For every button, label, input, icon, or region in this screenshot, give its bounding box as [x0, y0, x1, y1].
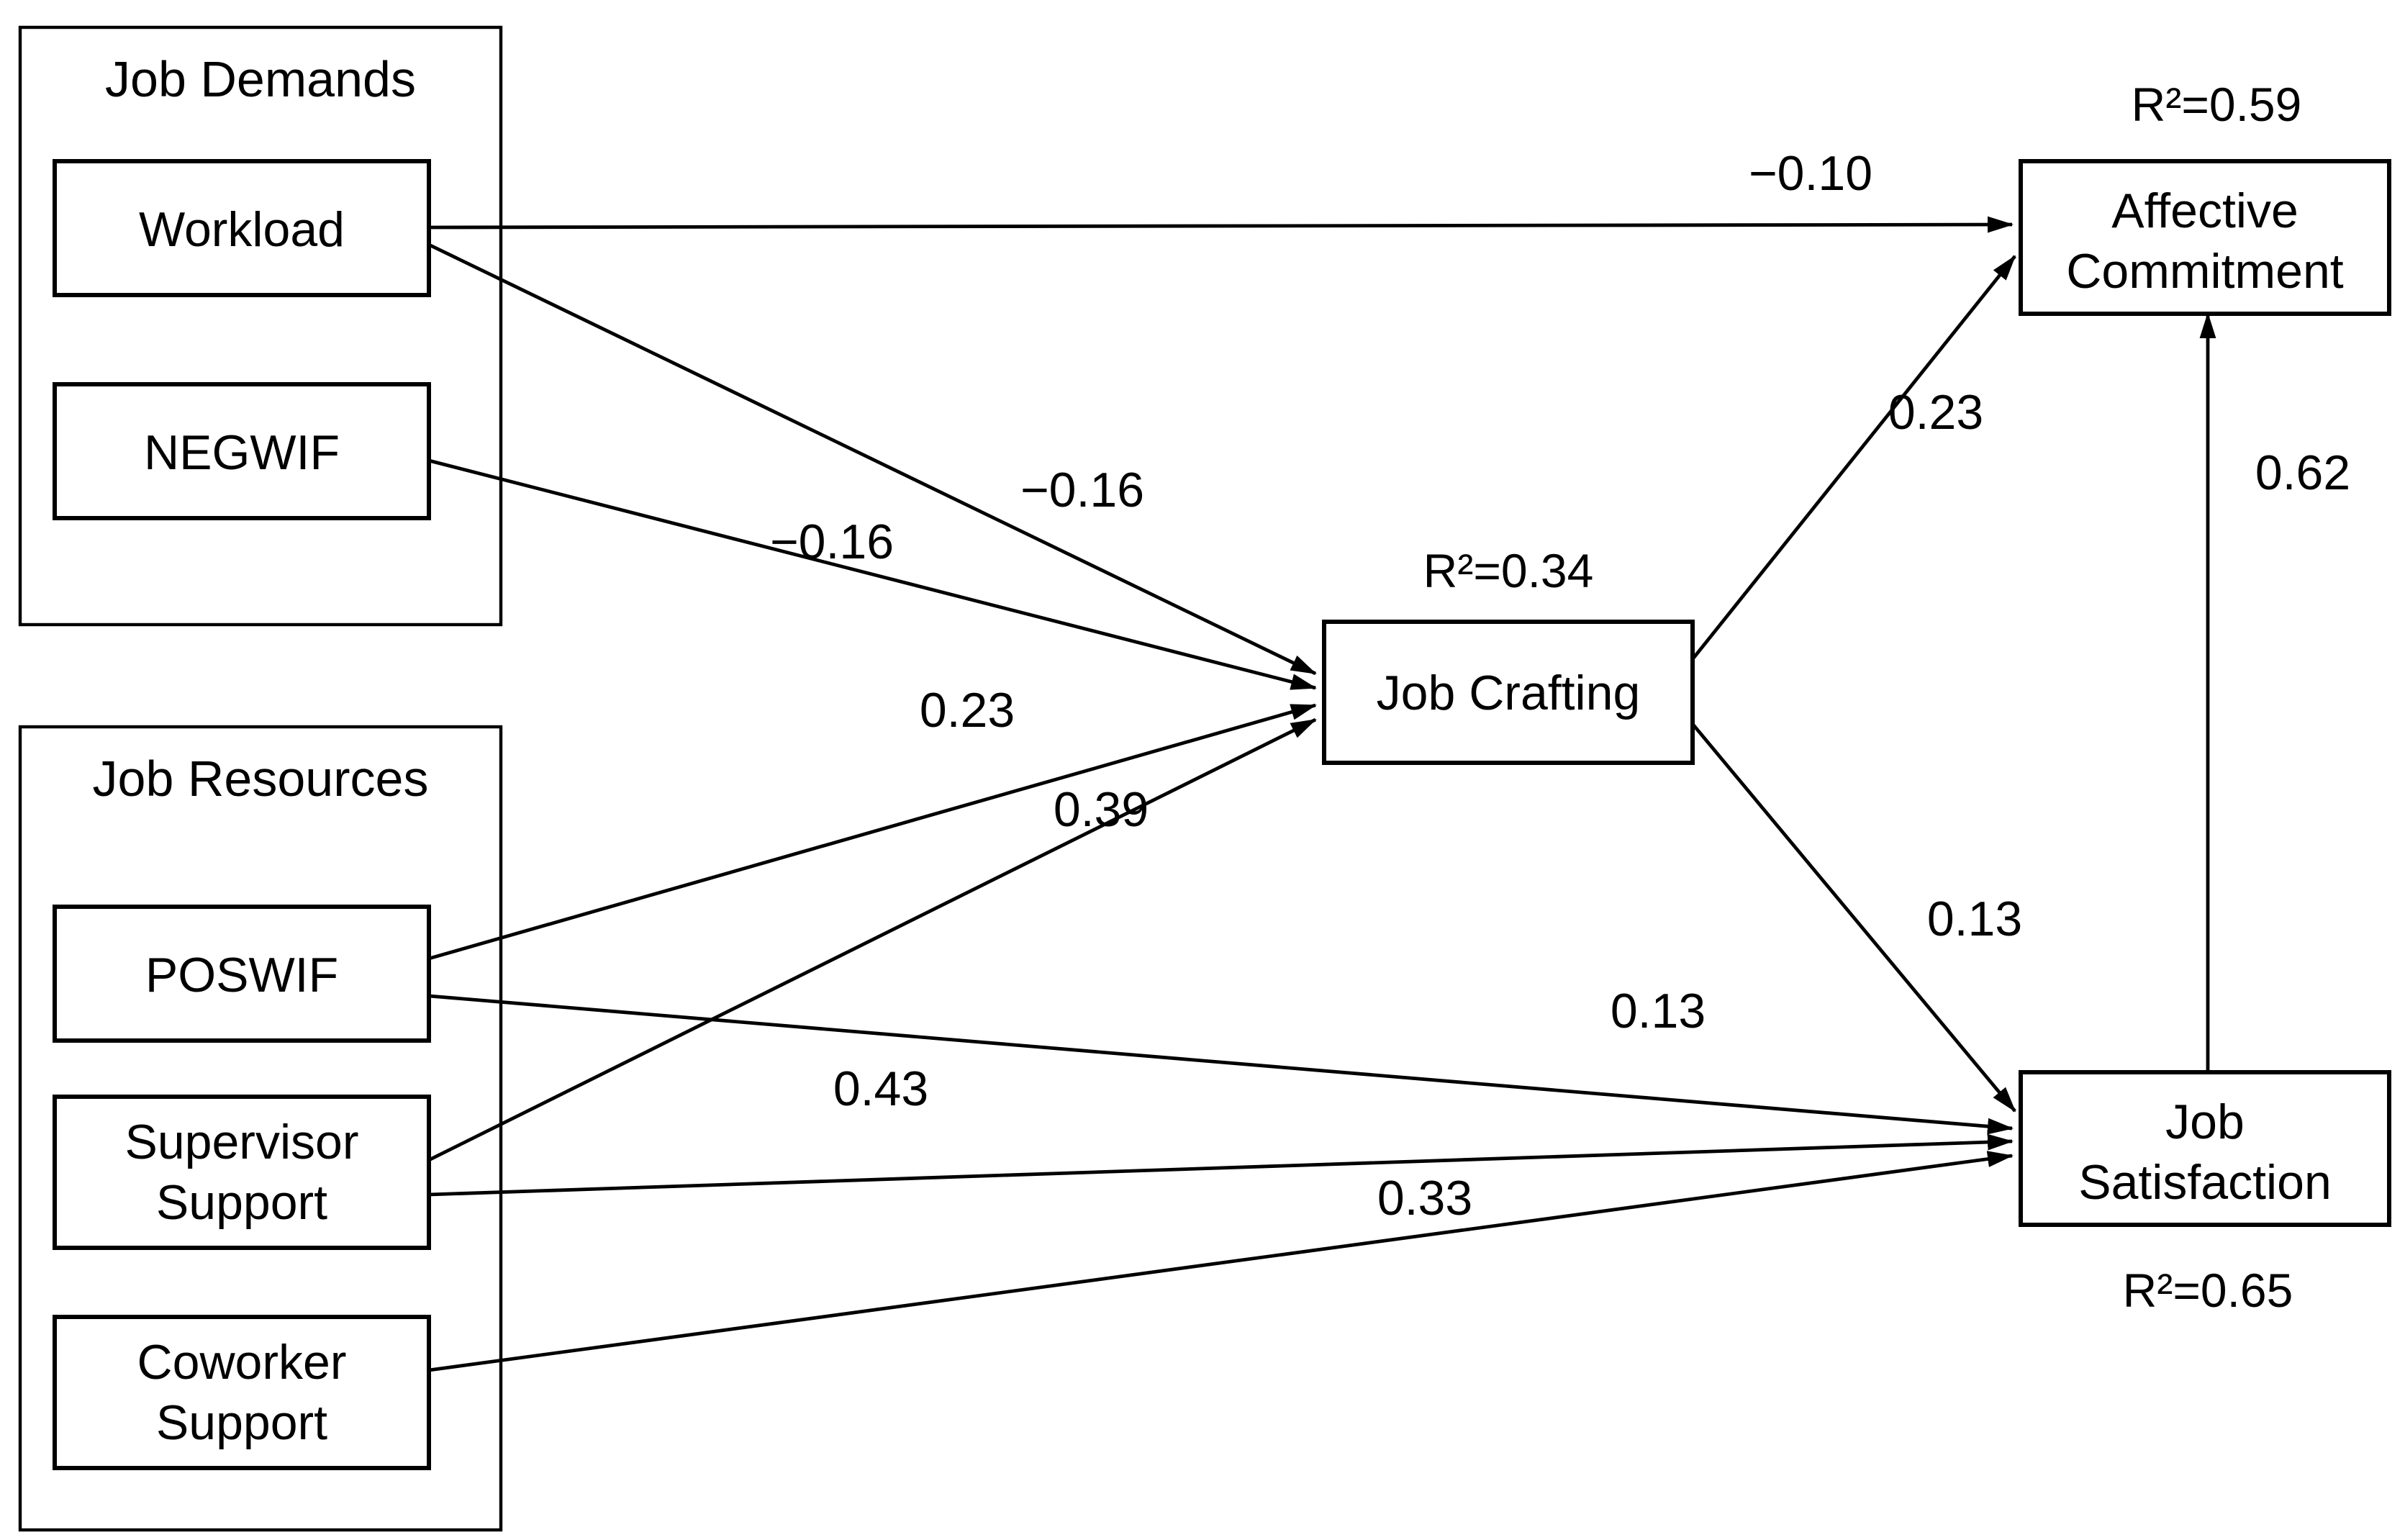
job-crafting-box [1322, 620, 1695, 765]
job-satisfaction-label-line2: Satisfaction [2078, 1155, 2332, 1210]
coef-negwif-to-job-crafting: −0.16 [770, 515, 894, 569]
workload-label: Workload [139, 202, 345, 257]
arrow-job-crafting-to-affective-commitment [1691, 255, 2016, 661]
supervisor-support-label-line2: Support [156, 1175, 327, 1230]
arrow-poswif-to-job-satisfaction [428, 994, 2014, 1135]
arrow-poswif-to-job-crafting [428, 703, 1317, 961]
affective-commitment-label-line1: Affective [2111, 184, 2298, 238]
coef-workload-to-affective-commitment: −0.10 [1749, 146, 1872, 201]
coef-supervisor-support-to-job-crafting: 0.39 [1054, 782, 1149, 837]
workload-box [53, 159, 431, 297]
coworker-support-box [53, 1315, 431, 1470]
coworker-support-label-line2: Support [156, 1395, 327, 1450]
job-demands-group-box [18, 25, 503, 627]
job-demands-group-title: Job Demands [105, 51, 416, 107]
coef-job-crafting-to-job-satisfaction: 0.13 [1927, 892, 2022, 946]
negwif-box [53, 382, 431, 520]
arrow-supervisor-support-to-job-satisfaction [428, 1133, 2014, 1197]
arrow-supervisor-support-to-job-crafting [427, 717, 1317, 1162]
job-crafting-r2-label: R²=0.34 [1423, 544, 1594, 597]
arrow-coworker-support-to-job-satisfaction [428, 1151, 2014, 1372]
job-resources-group-box [18, 725, 503, 1532]
supervisor-support-box [53, 1095, 431, 1250]
coef-job-crafting-to-affective-commitment: 0.23 [1888, 385, 1983, 440]
affective-commitment-label-line2: Commitment [2066, 244, 2343, 299]
coef-coworker-support-to-job-satisfaction: 0.33 [1377, 1171, 1472, 1226]
arrow-workload-to-job-crafting [427, 243, 1317, 676]
coef-poswif-to-job-satisfaction: 0.13 [1611, 984, 1706, 1038]
affective-commitment-box [2019, 159, 2391, 316]
job-resources-group-title: Job Resources [93, 751, 429, 807]
arrow-job-crafting-to-job-satisfaction [1691, 723, 2016, 1113]
affective-commitment-r2-label: R²=0.59 [2132, 78, 2302, 131]
poswif-label: POSWIF [145, 948, 338, 1002]
job-satisfaction-box [2019, 1070, 2391, 1227]
negwif-label: NEGWIF [144, 425, 340, 480]
arrow-workload-to-affective-commitment [428, 216, 2014, 233]
poswif-box [53, 905, 431, 1043]
job-satisfaction-r2-label: R²=0.65 [2123, 1264, 2293, 1317]
coworker-support-label-line1: Coworker [137, 1335, 347, 1390]
arrow-negwif-to-job-crafting [428, 458, 1317, 690]
job-satisfaction-label-line1: Job [2165, 1095, 2245, 1149]
coef-job-satisfaction-to-affective-commitment: 0.62 [2255, 445, 2350, 500]
supervisor-support-label-line1: Supervisor [124, 1115, 358, 1169]
coef-supervisor-support-to-job-satisfaction: 0.43 [833, 1061, 928, 1116]
coef-poswif-to-job-crafting: 0.23 [920, 683, 1015, 738]
job-crafting-label: Job Crafting [1377, 666, 1641, 720]
coef-workload-to-job-crafting: −0.16 [1020, 463, 1144, 517]
